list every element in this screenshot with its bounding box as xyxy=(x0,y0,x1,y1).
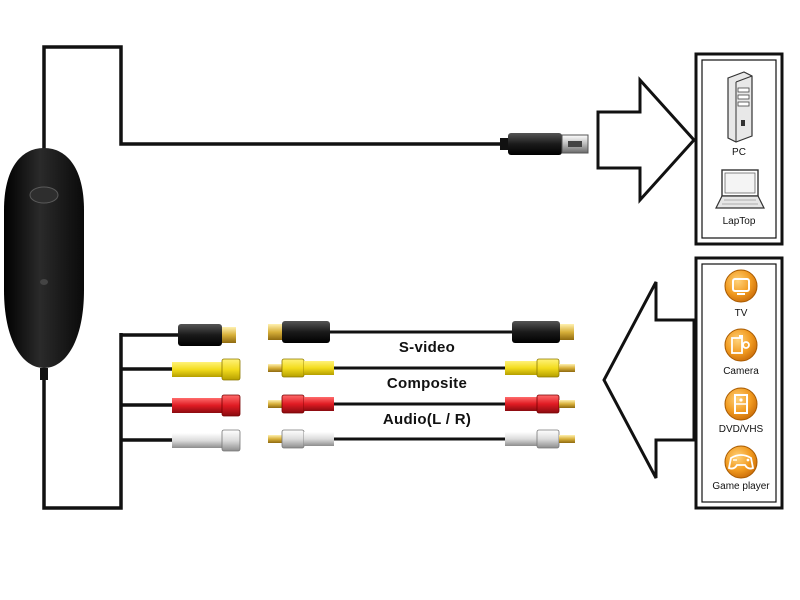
arrow-right-to-computers xyxy=(596,76,697,204)
device-composite-plug xyxy=(172,358,241,381)
arrow-left-from-sources xyxy=(602,281,696,479)
pc-label: PC xyxy=(732,147,746,158)
tv-label: TV xyxy=(734,308,748,319)
camera-label: Camera xyxy=(723,366,759,377)
game-player-label: Game player xyxy=(712,481,770,492)
device-audio-white-plug xyxy=(172,429,241,452)
svideo-cable xyxy=(268,321,574,343)
audio-white-cable xyxy=(268,429,575,449)
pc-tower-icon xyxy=(727,71,753,143)
av-branch-lines xyxy=(121,333,178,442)
laptop-icon xyxy=(715,169,765,209)
composite-cable xyxy=(268,358,575,378)
usb-plug xyxy=(500,133,589,155)
audio-label: Audio(L / R) xyxy=(382,411,472,428)
capture-device xyxy=(4,148,84,380)
dvd-vhs-label: DVD/VHS xyxy=(718,424,764,435)
tv-icon xyxy=(724,269,758,303)
av-cable-line xyxy=(42,333,123,510)
dvd-vhs-icon xyxy=(724,387,758,421)
camera-icon xyxy=(724,328,758,362)
composite-label: Composite xyxy=(386,375,468,392)
device-audio-red-plug xyxy=(172,394,241,417)
svideo-label: S-video xyxy=(398,339,456,356)
usb-cable-line xyxy=(42,45,500,160)
audio-red-cable xyxy=(268,394,575,414)
laptop-label: LapTop xyxy=(722,216,756,227)
game-player-icon xyxy=(724,445,758,479)
device-svideo-plug xyxy=(178,324,236,346)
